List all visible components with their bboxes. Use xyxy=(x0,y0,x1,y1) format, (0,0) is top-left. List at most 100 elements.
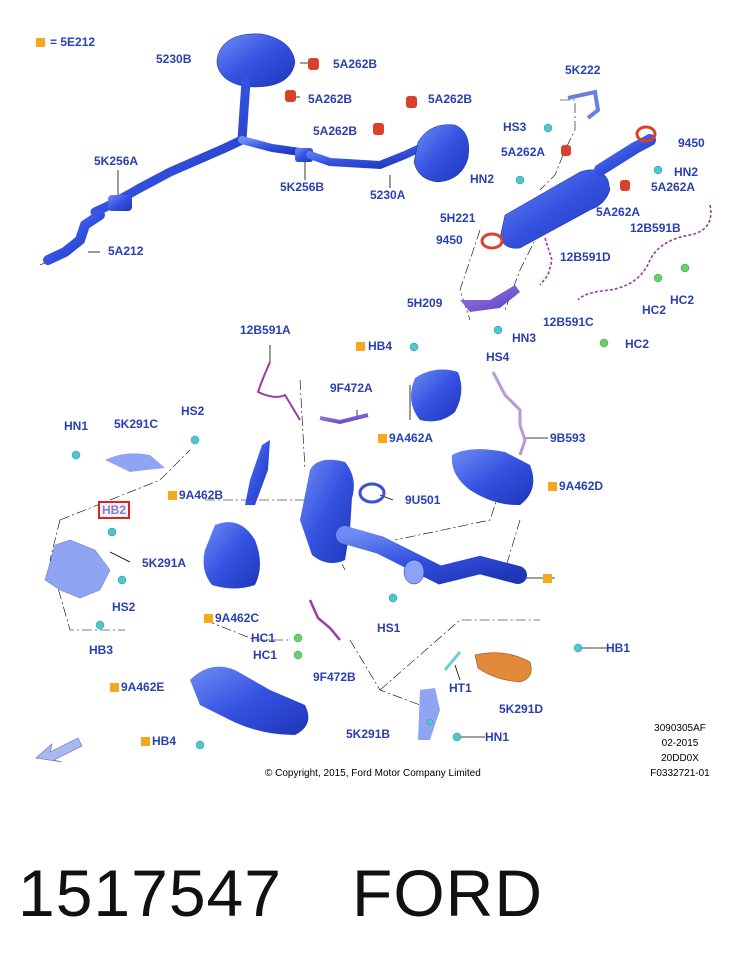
label-5A262A-3: 5A262A xyxy=(596,205,641,219)
rear-muffler-5230B xyxy=(216,33,296,88)
marker-9A462A xyxy=(378,434,387,443)
label-9A462A: 9A462A xyxy=(389,431,434,445)
drawing-ref: F0332721-01 xyxy=(650,768,710,779)
label-9450-1: 9450 xyxy=(678,136,705,150)
label-5A262B-3: 5A262B xyxy=(428,92,473,106)
label-HS2-2: HS2 xyxy=(112,600,136,614)
bracket-5K291B xyxy=(418,688,440,740)
heatshield-9A462C xyxy=(203,522,260,589)
label-HS3: HS3 xyxy=(503,120,527,134)
heatshield-9A462A xyxy=(411,369,462,422)
clamp-5K256A xyxy=(108,195,132,211)
label-HC2-1: HC2 xyxy=(670,293,695,307)
drawing-code: 3090305AF xyxy=(654,723,706,734)
label-HC1-1: HC1 xyxy=(251,631,276,645)
label-HB4-1: HB4 xyxy=(368,339,393,353)
label-5A262A-1: 5A262A xyxy=(501,145,546,159)
label-9A462B: 9A462B xyxy=(179,488,224,502)
sensor-9B593 xyxy=(491,371,527,456)
label-5A262B-1: 5A262B xyxy=(333,57,378,71)
label-HN1-2: HN1 xyxy=(485,730,510,744)
label-HN1-1: HN1 xyxy=(64,419,89,433)
label-5A212: 5A212 xyxy=(108,244,144,258)
label-HC2-3: HC2 xyxy=(625,337,650,351)
label-5K256B: 5K256B xyxy=(280,180,325,194)
label-9450-2: 9450 xyxy=(436,233,463,247)
bracket-5H209 xyxy=(460,285,520,312)
label-HN2-2: HN2 xyxy=(470,172,495,186)
label-HT1: HT1 xyxy=(449,681,472,695)
label-HS2-1: HS2 xyxy=(181,404,205,418)
bracket-5K291C xyxy=(105,453,165,472)
downpipe xyxy=(336,526,527,585)
insulators-5A262B xyxy=(285,58,630,191)
label-9F472A: 9F472A xyxy=(330,381,373,395)
label-9F472B: 9F472B xyxy=(313,670,356,684)
label-5H221: 5H221 xyxy=(440,211,476,225)
legend-swatch xyxy=(36,38,45,47)
drawing-model: 20DD0X xyxy=(661,753,699,764)
marker-HB4-1 xyxy=(356,342,365,351)
marker-9A462E xyxy=(110,683,119,692)
center-muffler-5230A xyxy=(413,124,469,183)
fasteners-green xyxy=(293,263,690,660)
bracket-5K291A xyxy=(44,539,111,599)
copyright: © Copyright, 2015, Ford Motor Company Li… xyxy=(265,768,481,779)
manifold-main xyxy=(300,459,354,564)
sensor-12B591A xyxy=(256,361,301,421)
label-9A462E: 9A462E xyxy=(121,680,165,694)
pipe-mid xyxy=(306,144,424,170)
heatshield-9A462E xyxy=(190,666,309,735)
fasteners-cyan xyxy=(71,123,663,750)
dpf-outlet xyxy=(594,134,656,176)
sensor-9F472B xyxy=(308,599,341,641)
label-12B591D: 12B591D xyxy=(560,250,611,264)
label-5H209: 5H209 xyxy=(407,296,443,310)
label-HS4: HS4 xyxy=(486,350,510,364)
bracket-5K222 xyxy=(567,89,601,120)
label-9A462D: 9A462D xyxy=(559,479,604,493)
label-5A262A-2: 5A262A xyxy=(651,180,696,194)
label-5K222: 5K222 xyxy=(565,63,601,77)
label-HN2-1: HN2 xyxy=(674,165,699,179)
gasket-9450-2 xyxy=(480,232,504,250)
label-5230B: 5230B xyxy=(156,52,192,66)
label-HN3: HN3 xyxy=(512,331,537,345)
label-HB1: HB1 xyxy=(606,641,631,655)
sensor-12B591B xyxy=(577,204,712,301)
label-9U501: 9U501 xyxy=(405,493,441,507)
label-5K291B: 5K291B xyxy=(346,727,391,741)
sensor-12B591D xyxy=(539,237,553,286)
flange xyxy=(403,559,425,585)
label-9A462C: 9A462C xyxy=(215,611,260,625)
label-5230A: 5230A xyxy=(370,188,406,202)
footer-brand: FORD xyxy=(352,856,543,930)
heatshield-9A462B xyxy=(245,440,270,505)
heatshield-9A462D xyxy=(451,449,534,506)
gasket-9U501 xyxy=(358,482,386,504)
label-9B593: 9B593 xyxy=(550,431,586,445)
leader-lines xyxy=(88,57,608,738)
gasket-9450-1 xyxy=(635,125,657,143)
clip-HT1 xyxy=(443,651,462,671)
label-HB3: HB3 xyxy=(89,643,114,657)
marker-HB4-2 xyxy=(141,737,150,746)
pipe-5A212 xyxy=(43,210,105,265)
pipe-branch xyxy=(238,136,304,156)
footer-part-number: 1517547 xyxy=(18,856,282,930)
marker-9A462D xyxy=(548,482,557,491)
label-HB4-2: HB4 xyxy=(152,734,177,748)
label-HB2: HB2 xyxy=(97,501,131,519)
label-5A262B-2: 5A262B xyxy=(308,92,353,106)
sensor-9F472A xyxy=(319,413,369,425)
marker-unlabeled xyxy=(543,574,552,583)
marker-9A462B xyxy=(168,491,177,500)
label-HS1: HS1 xyxy=(377,621,401,635)
label-5K291C: 5K291C xyxy=(114,417,159,431)
label-12B591A: 12B591A xyxy=(240,323,291,337)
label-12B591B: 12B591B xyxy=(630,221,681,235)
drawing-date: 02-2015 xyxy=(661,738,699,749)
direction-arrow-icon xyxy=(35,737,83,763)
marker-9A462C xyxy=(204,614,213,623)
